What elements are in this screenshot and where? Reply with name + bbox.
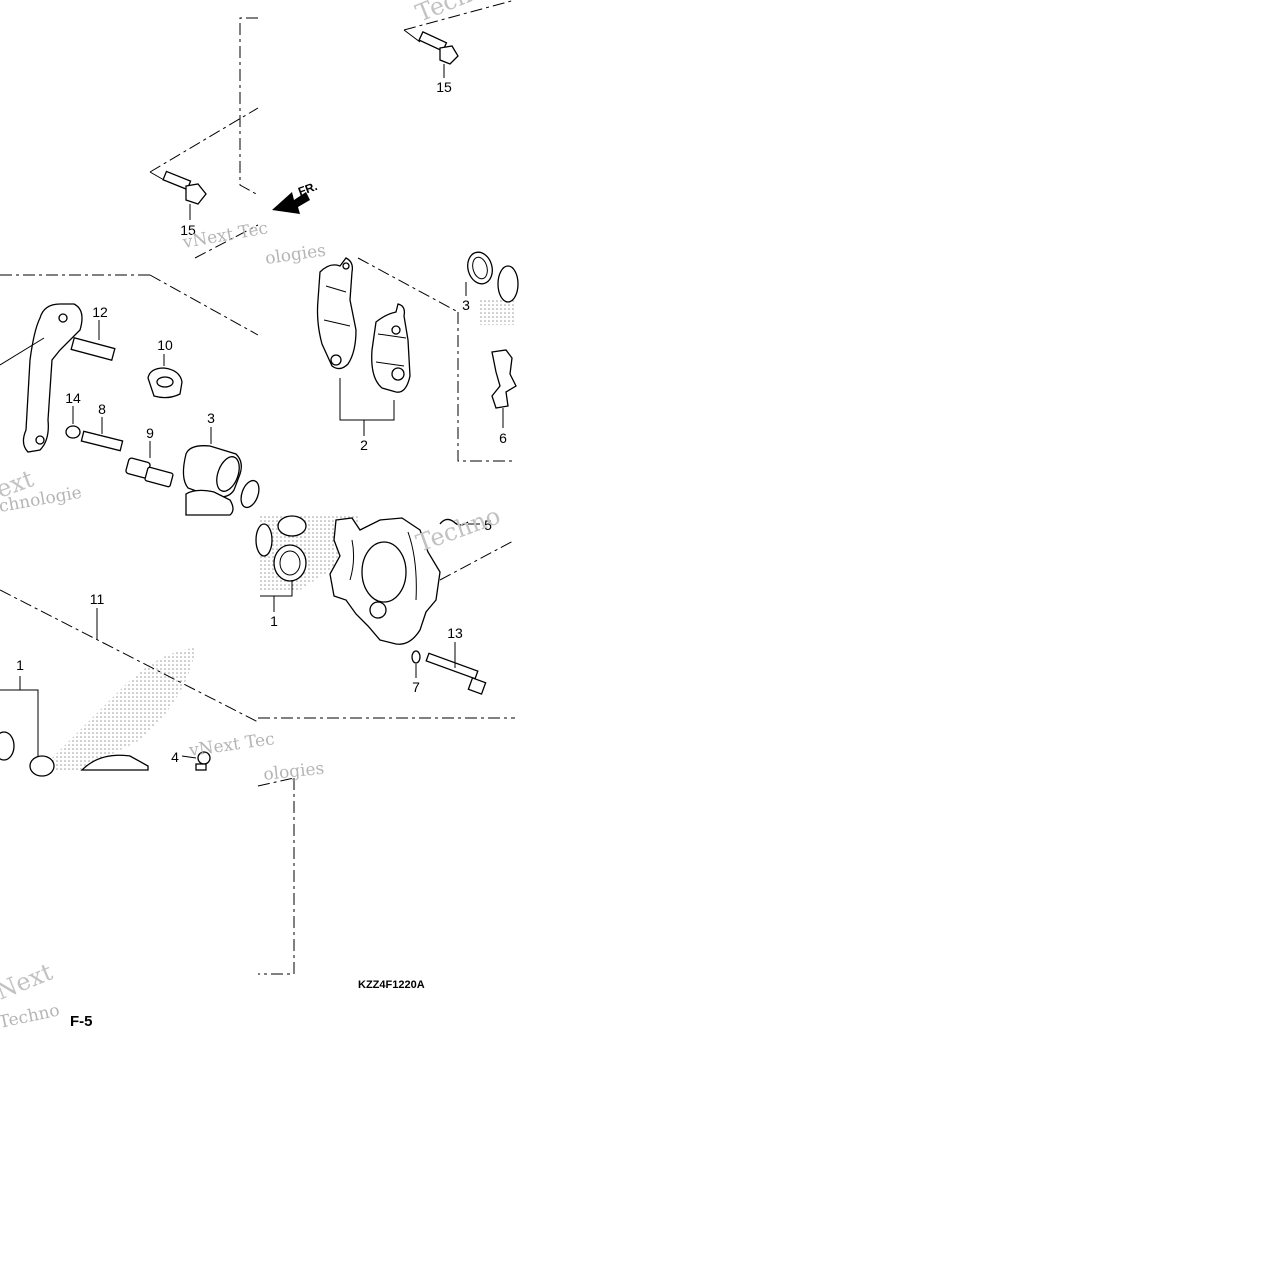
seal-kit-1-right: 1: [255, 515, 307, 629]
callout-15-lower: 15: [180, 222, 196, 238]
callout-12: 12: [92, 304, 108, 320]
o-ring-7: 7: [411, 650, 421, 695]
callout-11-group: 11: [90, 591, 105, 640]
seal-kit-1-left: 1: [0, 657, 149, 777]
tile-mid-right: 2 3 6 ologies: [264, 241, 519, 462]
watermark: vNext Tec: [187, 729, 276, 761]
callout-1-left: 1: [16, 657, 24, 673]
callout-8: 8: [98, 401, 106, 417]
callout-3-right: 3: [462, 297, 470, 313]
callout-3-left: 3: [207, 410, 215, 426]
clip-5: 5: [439, 517, 492, 533]
tile-lower-left: 11 1 4 vNext Tec: [0, 589, 276, 777]
callout-15-upper: 15: [436, 79, 452, 95]
watermark: Techno: [412, 502, 503, 558]
boot-10: 10: [147, 337, 183, 399]
callout-14: 14: [65, 390, 81, 406]
watermark: Technc: [412, 0, 502, 28]
front-direction-arrow: FR.: [272, 179, 319, 214]
tile-mid-left: 12 10 14 8 9 3: [0, 274, 260, 517]
watermark: ologies: [264, 241, 327, 269]
tile-bottom: ologies KZZ4F1220A: [257, 759, 425, 991]
callout-9: 9: [146, 425, 154, 441]
pin-13: 13: [425, 625, 487, 695]
callout-1-right: 1: [270, 613, 278, 629]
callout-7: 7: [412, 679, 420, 695]
flange-bolt-15-lower: 15: [149, 170, 207, 238]
callout-13: 13: [447, 625, 463, 641]
bleeder-screw-4: 4: [171, 749, 211, 771]
brake-pad-right: [371, 303, 411, 393]
nut-14: 14: [65, 390, 81, 439]
pin-bolt-9: 9: [125, 425, 174, 488]
callout-4: 4: [171, 749, 179, 765]
pad-spring-6: 6: [491, 349, 517, 446]
watermark: Techno: [0, 1000, 61, 1032]
brake-pad-left: [316, 257, 357, 370]
direction-label: FR.: [296, 179, 319, 199]
diagram-code: KZZ4F1220A: [358, 979, 425, 991]
pin-8: 8: [80, 401, 124, 452]
tile-bottom-left: Next Techno F-5: [0, 958, 93, 1033]
watermark: ologies: [262, 759, 325, 785]
pad-bracket-2: 2: [339, 378, 395, 453]
piston-seal-3-right: 3: [462, 251, 519, 313]
callout-2: 2: [360, 437, 368, 453]
callout-10: 10: [157, 337, 173, 353]
watermark: Next: [0, 958, 57, 1006]
flange-bolt-15-upper: 15: [403, 29, 459, 95]
callout-5: 5: [484, 517, 492, 533]
callout-11: 11: [90, 591, 105, 607]
tile-top: 15 15 FR. Technc vNext Tec: [149, 0, 516, 259]
page-label: F-5: [70, 1013, 93, 1030]
tile-lower-right: 1 5 13 7 Techno: [255, 502, 516, 719]
caliper-bracket: 12: [0, 303, 116, 453]
callout-6: 6: [499, 430, 507, 446]
piston-3: 3: [182, 410, 260, 516]
caliper-body: [329, 517, 441, 645]
